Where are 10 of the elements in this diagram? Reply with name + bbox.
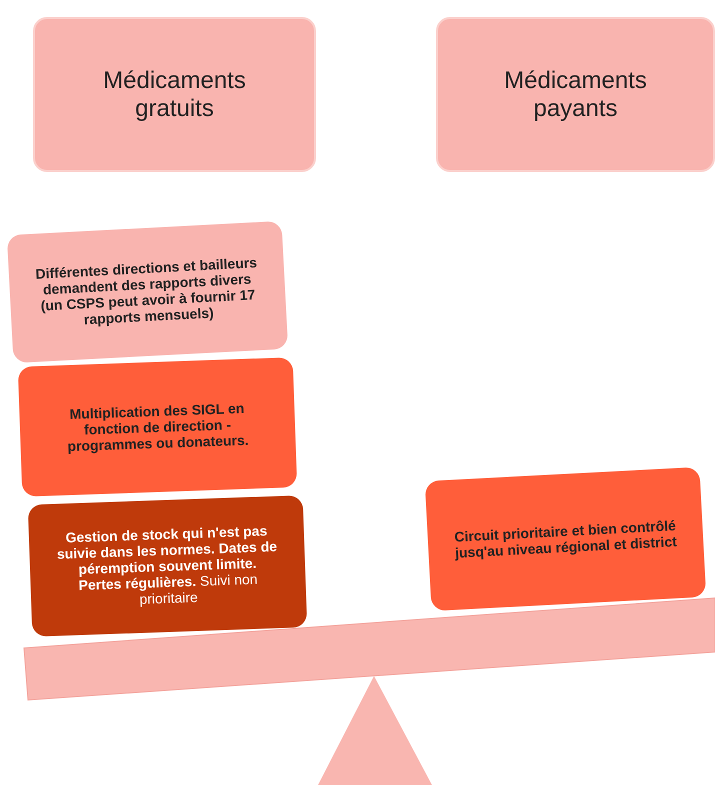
note-box xyxy=(18,357,298,497)
box-text: Circuit prioritaire et bien contrôlé jusq'au niveau régional et district xyxy=(453,517,678,561)
box-text: Médicaments gratuits xyxy=(102,66,247,122)
box-text: Différentes directions et bailleurs demandent des rapports divers (un CSPS peut avoir à fournir 17 rapports mensuels) xyxy=(34,254,258,330)
box-text: Multiplication des SIGL en fonction de direction - programmes ou donateurs. xyxy=(66,399,250,455)
category-box xyxy=(436,17,715,172)
box-text: Médicaments payants xyxy=(503,66,648,122)
category-box xyxy=(33,17,316,172)
note-box xyxy=(28,495,308,637)
box-text: Gestion de stock qui n'est pas suivie dans les normes. Dates de péremption souvent limite. Pertes régulières. Suivi non prioritaire xyxy=(56,522,278,609)
